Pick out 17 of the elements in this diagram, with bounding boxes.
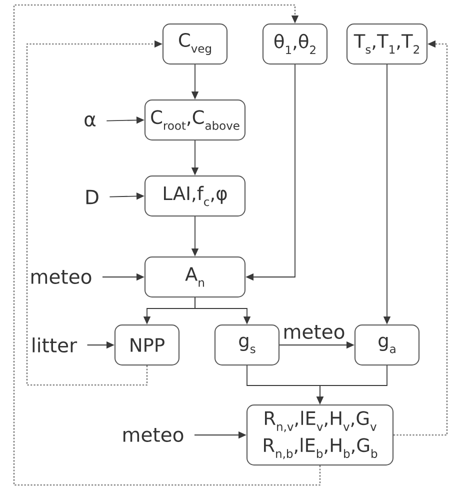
process-box: g$_{s}$ — [214, 324, 280, 366]
process-box: C$_{root}$,C$_{above}$ — [144, 100, 246, 140]
process-box: A$_{n}$ — [144, 256, 246, 298]
process-box: T$_{s}$,T$_{1}$,T$_{2}$ — [346, 24, 428, 64]
text-label: meteo — [123, 428, 184, 442]
text-label: meteo — [32, 270, 92, 284]
process-box: θ$_{1}$,θ$_{2}$ — [262, 24, 328, 64]
process-box: C$_{veg}$ — [162, 24, 228, 64]
edge-label: meteo — [282, 324, 346, 340]
text-label: D — [86, 190, 98, 204]
process-box: R$_{n,v}$,lE$_{v}$,H$_{v}$,G$_{v}$ R$_{n,b}$,lE$_{b}$,H$_{b}$,G$_{b}$ — [246, 404, 394, 466]
text-label: litter — [32, 337, 78, 353]
process-box: g$_{a}$ — [354, 324, 420, 366]
process-box: NPP — [114, 324, 180, 366]
dotted-arrow — [14, 4, 320, 486]
process-box: LAI,f$_{c}$,φ — [144, 176, 246, 216]
text-label: α — [84, 115, 96, 127]
